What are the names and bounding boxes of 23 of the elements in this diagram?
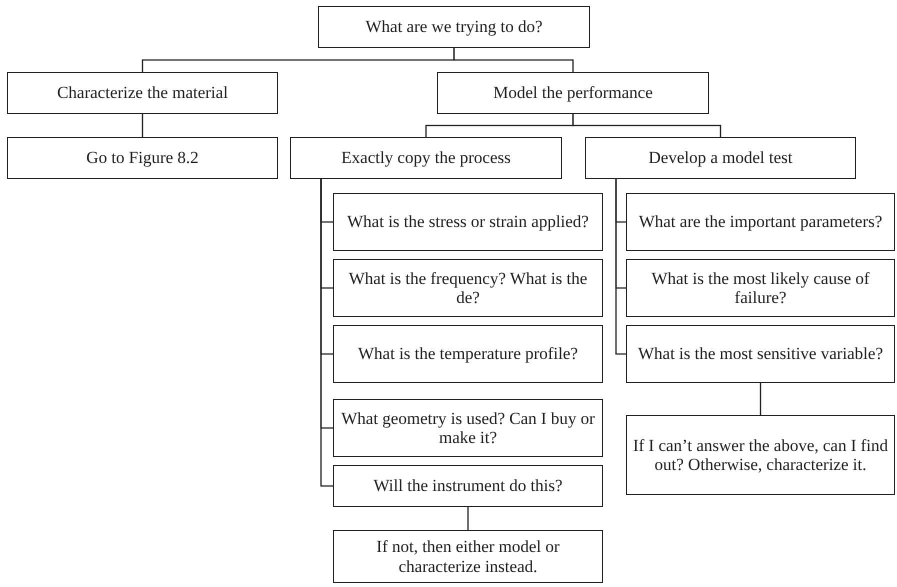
question-box: Characterize the material xyxy=(7,72,278,114)
question-box: What is the frequency? What is the de? xyxy=(333,259,603,317)
connector-line xyxy=(453,48,574,72)
question-box: Develop a model test xyxy=(585,137,856,179)
question-box: Exactly copy the process xyxy=(290,137,562,179)
question-box: What is the temperature profile? xyxy=(333,325,603,383)
question-box: Will the instrument do this? xyxy=(333,465,603,507)
question-box: If not, then either model or characterize instead. xyxy=(333,530,603,583)
question-box: What is the most sensitive variable? xyxy=(626,325,895,383)
connector-line xyxy=(615,179,626,355)
question-box: What geometry is used? Can I buy or make it? xyxy=(333,399,603,457)
connector-line xyxy=(760,383,762,415)
question-box: What are the important parameters? xyxy=(626,193,895,251)
connector-line xyxy=(572,114,722,137)
connector-line xyxy=(142,114,144,137)
question-box: Model the performance xyxy=(437,72,709,114)
question-box: What are we trying to do? xyxy=(318,6,590,48)
question-box: What is the stress or strain applied? xyxy=(333,193,603,251)
question-box: What is the most likely cause of failure? xyxy=(626,259,895,317)
question-box: If I can’t answer the above, can I find out? Otherwise, characterize it. xyxy=(626,415,895,495)
question-box: Go to Figure 8.2 xyxy=(7,137,278,179)
connector-line xyxy=(320,179,333,487)
connector-line xyxy=(467,507,469,530)
